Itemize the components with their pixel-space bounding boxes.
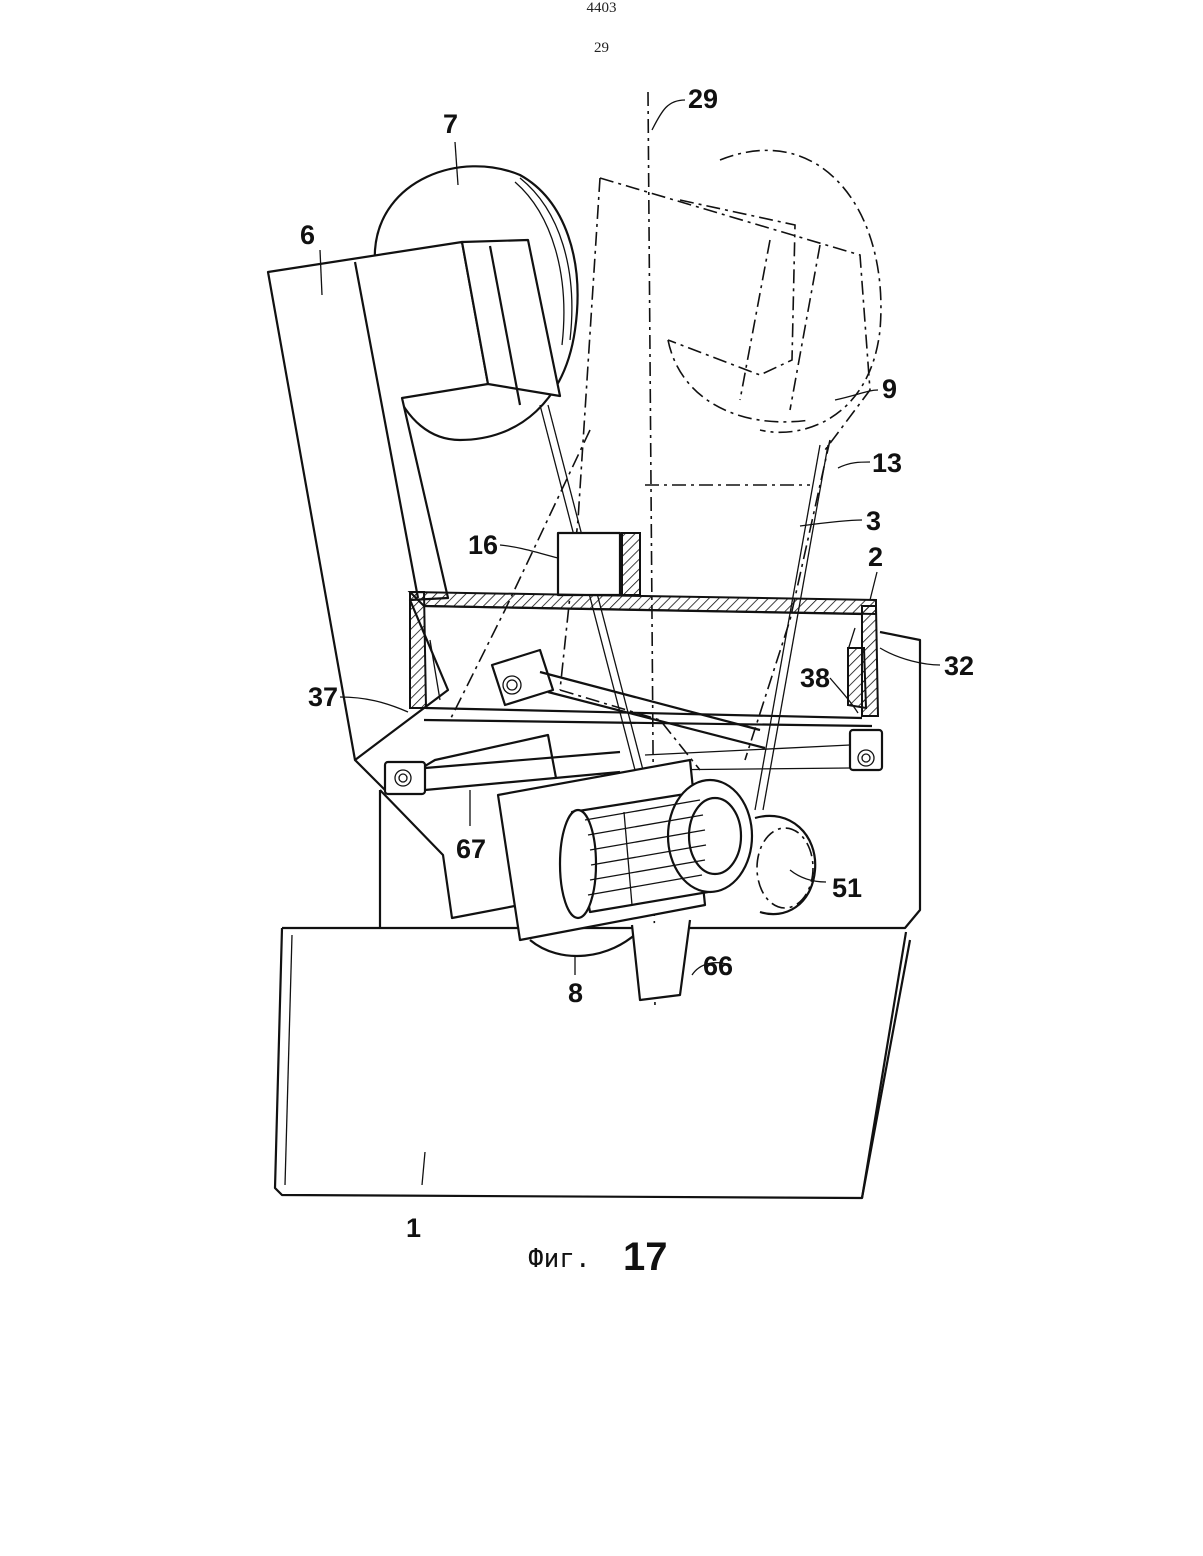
label-1: 1 [406,1213,421,1243]
label-66: 66 [703,951,733,981]
caption-number: 17 [623,1235,668,1279]
label-51: 51 [832,873,862,903]
label-37: 37 [308,682,338,712]
drive-motor [498,760,815,1000]
label-9: 9 [882,374,897,404]
figure-caption: Фиг. 17 [528,1235,668,1279]
label-13: 13 [872,448,902,478]
label-8: 8 [568,978,583,1008]
caption-prefix: Фиг. [528,1244,591,1274]
label-29: 29 [688,84,718,114]
label-32: 32 [944,651,974,681]
label-6: 6 [300,220,315,250]
label-2: 2 [868,542,883,572]
label-38: 38 [800,663,830,693]
guide-block [558,533,640,595]
label-16: 16 [468,530,498,560]
label-3: 3 [866,506,881,536]
label-67: 67 [456,834,486,864]
label-7: 7 [443,109,458,139]
